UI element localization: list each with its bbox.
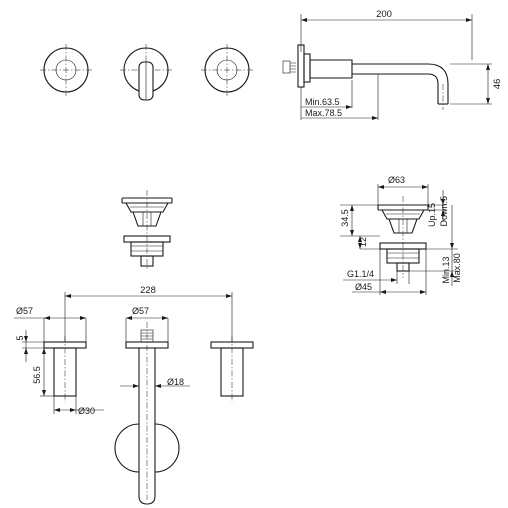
handle-body-diameter-label: Ø30 — [78, 406, 95, 416]
spout-rosette-diameter-label: Ø57 — [132, 306, 149, 316]
waste-left — [121, 190, 173, 270]
rosette-depth-label: 5 — [15, 335, 25, 340]
waste-down-label: Down.5 — [439, 196, 449, 227]
waste-max-length-label: Max.80 — [452, 253, 462, 283]
wall-max-label: Max.78.5 — [305, 108, 342, 118]
centers-label: 228 — [140, 285, 156, 296]
wall-min-label: Min.63.5 — [305, 97, 340, 107]
front-view: 228 Ø57 5 56.5 Ø30 — [14, 285, 254, 505]
waste-right: Ø63 Up.15 Down.5 34.5 12 G1.1/4 — [340, 175, 462, 295]
spout-diameter-label: Ø18 — [167, 377, 184, 387]
spout-rosette-top-view — [120, 44, 172, 101]
waste-thread-label: G1.1/4 — [347, 269, 374, 279]
spout-length-label: 200 — [376, 9, 392, 20]
rosette-right-top-view — [201, 44, 253, 96]
waste-top-diameter-label: Ø63 — [388, 175, 405, 185]
waste-min-length-label: Min.13 — [441, 256, 451, 283]
waste-bottom-diameter-label: Ø45 — [355, 282, 372, 292]
rosette-left-top-view — [40, 44, 92, 96]
left-handle-diameter-label: Ø57 — [16, 306, 33, 316]
handle-length-label: 56.5 — [32, 366, 42, 384]
waste-flange-height-label: 12 — [358, 237, 368, 247]
waste-up-label: Up.15 — [427, 203, 437, 227]
spout-height-label: 46 — [492, 79, 503, 90]
spout-side-view: 200 46 Min.63.5 Max.78.5 — [282, 9, 503, 120]
waste-body-height-label: 34.5 — [340, 209, 350, 227]
